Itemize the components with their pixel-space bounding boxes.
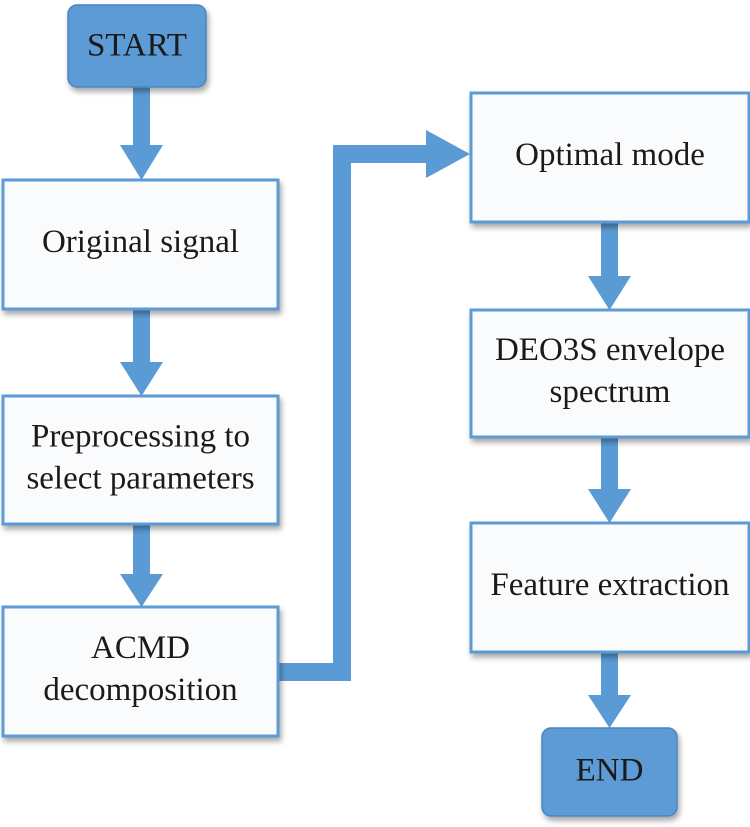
process-box-frame (1, 178, 280, 311)
process-label-line: Original signal (42, 224, 239, 260)
flow-arrows (120, 87, 631, 728)
arrow-optimal-mode-to-deo3s (588, 222, 631, 310)
process-label-line: ACMD (91, 630, 190, 666)
start-node (67, 4, 207, 88)
arrow-deo3s-to-feature-extraction (588, 437, 631, 523)
end-node (541, 727, 678, 817)
process-box-frame (1, 605, 280, 738)
process-label-line: Preprocessing to (31, 419, 250, 455)
start-label: START (87, 28, 187, 64)
process-box-original-signal: Original signal (1, 178, 280, 311)
process-box-frame (1, 394, 280, 526)
arrow-preprocessing-to-acmd (120, 524, 163, 607)
process-box-preprocessing-to-select-parameters: Preprocessing to select parameters (1, 394, 280, 526)
process-box-frame (469, 521, 750, 654)
arrow-start-to-original-signal (120, 87, 163, 180)
arrow-feature-extraction-to-end (588, 652, 631, 728)
process-label-line: DEO3S envelope (495, 332, 725, 368)
process-box-frame (469, 308, 750, 439)
process-label-line: spectrum (550, 374, 671, 410)
process-label-line: decomposition (43, 672, 237, 708)
process-box-deo3s-envelope-spectrum: DEO3S envelope spectrum (469, 308, 750, 439)
process-box-feature-extraction: Feature extraction (469, 521, 750, 654)
arrow-acmd-to-optimal-mode (279, 130, 470, 681)
process-box-frame (469, 91, 750, 224)
process-label-line: Optimal mode (515, 137, 705, 173)
process-box-acmd-decomposition: ACMD decomposition (1, 605, 280, 738)
process-label-line: Feature extraction (490, 567, 729, 603)
process-box-optimal-mode: Optimal mode (469, 91, 750, 224)
process-label-line: select parameters (26, 461, 254, 497)
end-label: END (576, 753, 644, 789)
arrow-original-signal-to-preprocessing (120, 309, 163, 396)
